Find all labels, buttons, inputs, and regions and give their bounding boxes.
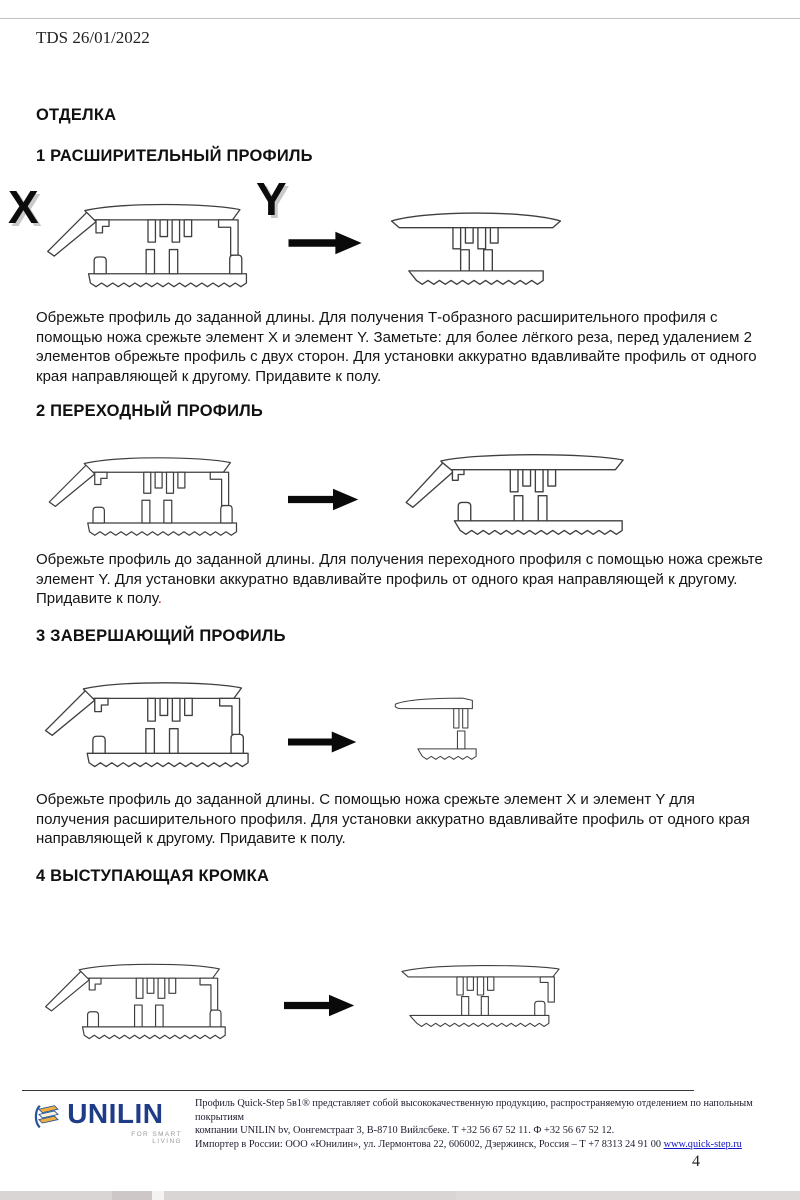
heading-otdelka: ОТДЕЛКА (36, 106, 117, 124)
profile-diagram-full-1 (47, 203, 248, 288)
label-x: X (8, 181, 39, 233)
unilin-logo: UNILIN FOR SMART LIVING (32, 1100, 182, 1145)
page-number: 4 (692, 1153, 700, 1170)
diagram-row-1: X Y (0, 173, 800, 304)
arrow-right-icon (288, 731, 357, 753)
label-y: Y (256, 173, 287, 225)
heading-section-4: 4 ВЫСТУПАЮЩАЯ КРОМКА (36, 867, 270, 885)
footer-line-3: Импортер в России: ООО «Юнилин», ул. Лер… (195, 1138, 773, 1152)
top-divider (0, 18, 800, 19)
diagram-row-2 (0, 432, 800, 548)
profile-diagram-full-4 (45, 963, 226, 1040)
profile-diagram-end (394, 697, 477, 760)
profile-diagram-expansion (390, 212, 562, 285)
diagram-row-4 (0, 935, 800, 1051)
profile-diagram-edge (401, 964, 560, 1027)
footer-text: Профиль Quick-Step 5в1® представляет соб… (195, 1097, 773, 1151)
paragraph-section-2-text: Обрежьте профиль до заданной длины. Для … (36, 551, 763, 607)
footer-line-2: компании UNILIN bv, Оонгемстраат 3, B-87… (195, 1125, 615, 1136)
bottom-edge-strip (0, 1191, 800, 1200)
footer-divider (22, 1090, 694, 1091)
arrow-right-icon (284, 994, 355, 1017)
heading-section-2: 2 ПЕРЕХОДНЫЙ ПРОФИЛЬ (36, 402, 263, 420)
footer-line-1: Профиль Quick-Step 5в1® представляет соб… (195, 1098, 753, 1123)
paragraph-section-2-red-period: . (157, 590, 162, 607)
heading-section-3: 3 ЗАВЕРШАЮЩИЙ ПРОФИЛЬ (36, 627, 286, 645)
quick-step-link[interactable]: www.quick-step.ru (663, 1138, 742, 1150)
profile-diagram-full-2 (48, 457, 238, 536)
paragraph-section-2: Обрежьте профиль до заданной длины. Для … (36, 550, 764, 609)
arrow-right-icon (288, 231, 362, 255)
heading-section-1: 1 РАСШИРИТЕЛЬНЫЙ ПРОФИЛЬ (36, 147, 313, 165)
unilin-logo-tagline: FOR SMART LIVING (131, 1131, 182, 1145)
profile-diagram-transition (405, 454, 624, 535)
diagram-row-3 (0, 658, 800, 784)
paragraph-section-1: Обрежьте профиль до заданной длины. Для … (36, 309, 757, 385)
arrow-right-icon (288, 488, 359, 511)
document-header: TDS 26/01/2022 (36, 28, 150, 47)
paragraph-section-3: Обрежьте профиль до заданной длины. С по… (36, 791, 750, 847)
unilin-logo-icon (34, 1104, 59, 1129)
footer-line-3-text: Импортер в России: ООО «Юнилин», ул. Лер… (195, 1138, 664, 1150)
unilin-logo-text: UNILIN (67, 1098, 164, 1129)
profile-diagram-full-3 (44, 682, 249, 768)
